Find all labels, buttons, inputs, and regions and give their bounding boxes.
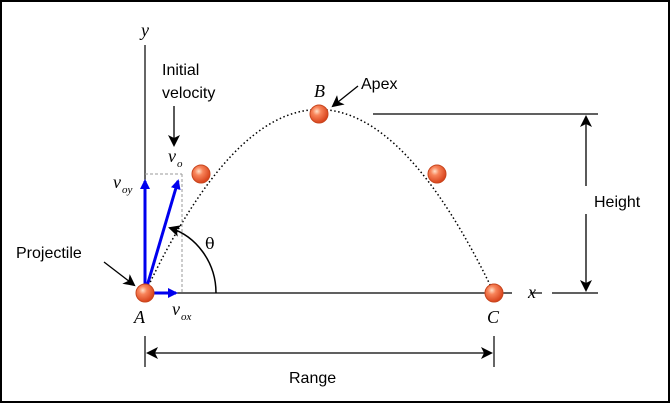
v-o-label: v o: [168, 146, 183, 170]
initial-velocity-label-line2: velocity: [162, 85, 215, 102]
projectile-label: Projectile: [16, 245, 82, 262]
v-oy-main: v: [113, 172, 121, 192]
v-oy-label: v oy: [113, 172, 133, 196]
v-ox-sub: ox: [181, 311, 192, 323]
apex-pointer: [331, 85, 359, 108]
ball-rising: [191, 164, 211, 184]
height-label-bg: [580, 186, 660, 214]
theta-label: θ: [205, 234, 215, 253]
point-a-label: A: [133, 307, 146, 327]
point-c-label: C: [487, 307, 500, 327]
point-b-label: B: [314, 81, 325, 101]
x-axis-label: x: [527, 282, 536, 302]
ball-point-c: [484, 283, 504, 303]
theta-arc: [168, 225, 217, 294]
ball-falling: [427, 164, 447, 184]
ball-point-a: [135, 283, 155, 303]
trajectory-path: [144, 108, 495, 294]
ball-apex: [309, 104, 329, 124]
v-o-main: v: [168, 146, 176, 166]
projectile-pointer: [103, 261, 136, 287]
y-axis-label: y: [139, 20, 149, 40]
v-ox-main: v: [172, 299, 180, 319]
v-ox-label: v ox: [172, 299, 192, 323]
apex-label: Apex: [361, 76, 397, 93]
initial-velocity-label-line1: Initial: [162, 62, 199, 79]
v-oy-sub: oy: [122, 184, 133, 196]
vector-v-o: [143, 179, 181, 294]
height-label: Height: [594, 194, 641, 211]
range-label: Range: [289, 370, 336, 387]
v-o-sub: o: [177, 158, 183, 170]
